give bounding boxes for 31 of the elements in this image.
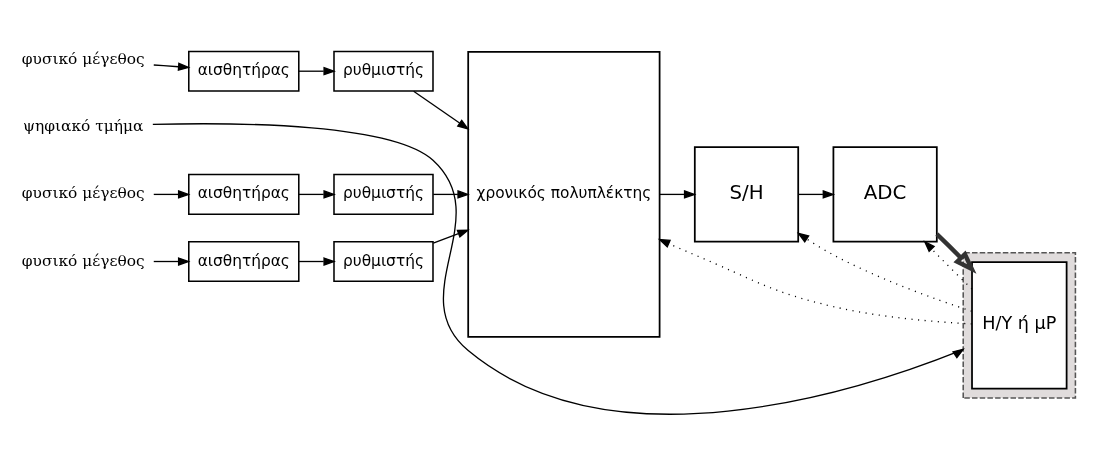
node-box: χρονικός πολυπλέκτης — [467, 51, 661, 338]
arrow — [657, 238, 973, 325]
arrow — [153, 62, 191, 72]
node-box: ρυθμιστής — [333, 50, 434, 92]
node-text: φυσικό μέγεθος — [21, 251, 145, 270]
node-box: αισθητήρας — [188, 50, 300, 92]
cluster — [962, 251, 1077, 399]
arrow — [432, 229, 470, 244]
arrow — [298, 257, 336, 266]
node-box: H/Y ή μP — [971, 261, 1068, 390]
node-text: φυσικό μέγεθος — [21, 50, 145, 69]
node-box: ADC — [832, 146, 938, 243]
node-box: S/H — [693, 146, 800, 243]
arrow — [796, 232, 973, 312]
arrow — [935, 232, 977, 274]
node-text: φυσικό μέγεθος — [21, 184, 145, 203]
node-box: αισθητήρας — [188, 173, 300, 215]
node-box: ρυθμιστής — [333, 240, 434, 283]
arrow — [153, 257, 191, 266]
arrow — [797, 190, 836, 199]
arrow — [412, 90, 470, 130]
node-box: ρυθμιστής — [333, 173, 434, 215]
arrow — [298, 66, 336, 76]
arrow — [659, 190, 697, 199]
arrow — [432, 190, 470, 199]
arrow — [153, 190, 191, 199]
arrow — [152, 123, 965, 415]
arrow — [298, 190, 336, 199]
node-text: ψηφιακό τμήμα — [22, 117, 144, 136]
arrow — [923, 240, 973, 290]
node-box: αισθητήρας — [188, 240, 300, 283]
